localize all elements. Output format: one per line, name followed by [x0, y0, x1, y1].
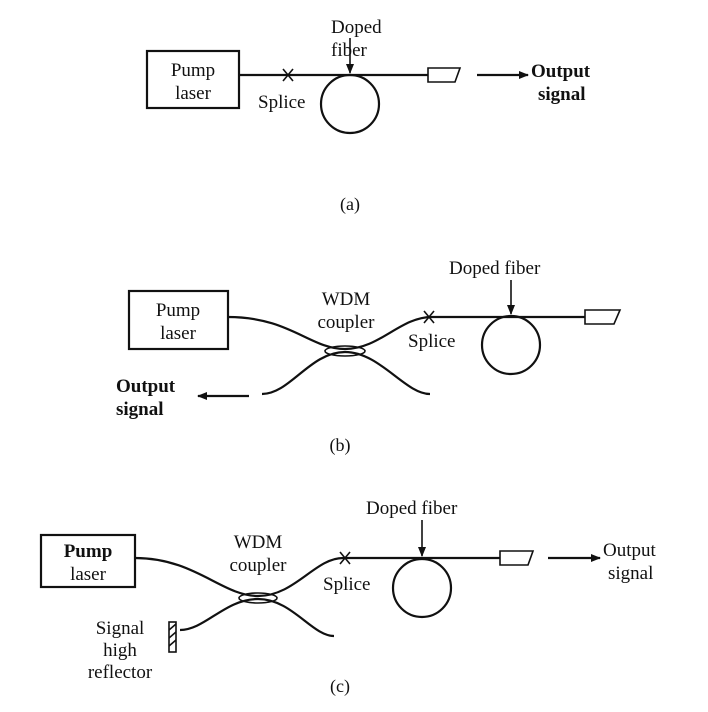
coupler-label-line2: coupler [318, 312, 376, 333]
pump-laser-box [127, 289, 230, 351]
fiber-end-connector [499, 550, 535, 566]
output-label-line2: signal [538, 84, 586, 105]
panel-a: Pump laser Splice Doped fiber Output sig… [145, 17, 591, 215]
fiber-end-connector [584, 309, 622, 325]
coupler-upper-fiber [134, 556, 344, 598]
output-label-line1: Output [116, 376, 176, 397]
output-label-line2: signal [608, 563, 653, 584]
doped-fiber-coil [319, 73, 381, 135]
reflector-label-line1: Signal [96, 618, 145, 639]
coupler-lower-fiber [261, 350, 431, 396]
reflector-label-line2: high [103, 640, 137, 661]
splice-mark [423, 310, 435, 324]
splice-mark [339, 551, 351, 565]
doped-fiber-coil [480, 314, 542, 376]
panel-c: Pump laser WDM coupler Splice Doped fibe… [39, 498, 657, 697]
fiber-end-connector [427, 67, 462, 83]
pump-laser-label-line1: Pump [64, 541, 113, 562]
pump-laser-label-line2: laser [175, 83, 212, 104]
pump-laser-label-line1: Pump [171, 60, 215, 81]
panel-caption: (a) [340, 194, 360, 215]
pump-laser-label-line2: laser [70, 564, 107, 585]
panel-b: Pump laser WDM coupler Splice Doped fibe… [116, 258, 622, 456]
output-label-line2: signal [116, 399, 164, 420]
doped-fiber-label: Doped fiber [366, 498, 458, 519]
doped-fiber-label-line1: Doped [331, 17, 382, 38]
pump-laser-label-line2: laser [160, 323, 197, 344]
doped-fiber-coil [391, 557, 453, 619]
coupler-label-line2: coupler [230, 555, 288, 576]
output-label-line1: Output [603, 540, 657, 561]
coupler-junction [238, 592, 278, 604]
panel-caption: (b) [330, 435, 351, 456]
pump-laser-box [145, 49, 241, 110]
coupler-upper-fiber [227, 315, 433, 351]
splice-label: Splice [408, 331, 456, 352]
coupler-label-line1: WDM [234, 532, 283, 553]
doped-fiber-label: Doped fiber [449, 258, 541, 279]
pump-laser-label-line1: Pump [156, 300, 200, 321]
pump-laser-box [39, 533, 137, 589]
coupler-label-line1: WDM [322, 289, 371, 310]
coupler-lower-fiber [179, 597, 335, 638]
splice-label: Splice [258, 92, 306, 113]
splice-mark [282, 68, 294, 82]
panel-caption: (c) [330, 676, 350, 697]
reflector-label-line3: reflector [88, 662, 153, 683]
output-label-line1: Output [531, 61, 591, 82]
coupler-junction [324, 345, 366, 357]
splice-label: Splice [323, 574, 371, 595]
